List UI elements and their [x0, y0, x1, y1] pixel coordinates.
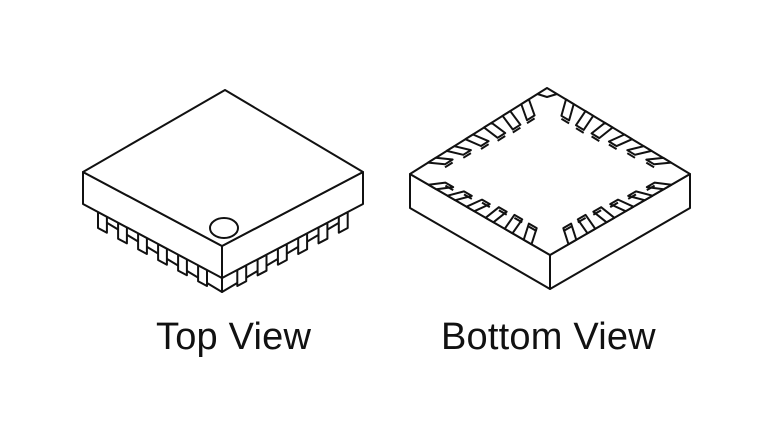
pad-edge-front-right-3: [592, 209, 602, 216]
pin1-marker-dot: [209, 217, 239, 239]
pad-edge-back-right-6: [560, 117, 570, 125]
pad-back-right-5: [575, 110, 595, 131]
pad-edge-front-left-3: [481, 201, 491, 208]
pad-edge-front-right-4: [609, 201, 619, 208]
pad-edge-back-right-3: [608, 143, 618, 150]
pad-edge-front-left-2: [463, 193, 473, 200]
pad-back-right-4: [590, 121, 614, 140]
pad-front-left-2: [446, 190, 473, 202]
pad-edge-back-right-4: [591, 135, 600, 142]
pad-back-right-1: [645, 156, 672, 166]
top-view-package: [82, 89, 364, 293]
pad-edge-front-left-6: [528, 225, 538, 232]
bottom-view-package: [409, 87, 691, 290]
pin1-notch: [537, 93, 558, 98]
pad-back-left-2: [501, 110, 522, 131]
pad-back-left-5: [445, 145, 472, 156]
pad-back-left-6: [427, 156, 454, 166]
body-bottom-face: [409, 87, 691, 256]
pad-edge-back-left-6: [444, 161, 454, 169]
pad-edge-back-right-5: [575, 127, 585, 134]
pad-edge-back-right-2: [626, 152, 636, 159]
pad-back-right-3: [607, 133, 634, 148]
pad-back-right-6: [560, 98, 575, 122]
pad-edge-front-right-1: [562, 225, 572, 232]
bottom-view-label: Bottom View: [441, 316, 656, 358]
pad-back-left-3: [483, 121, 507, 139]
pad-back-left-1: [520, 98, 536, 122]
pad-edge-back-left-5: [462, 152, 472, 159]
pad-back-right-2: [626, 145, 653, 156]
pad-front-right-4: [609, 198, 635, 213]
pad-front-right-5: [627, 190, 654, 202]
pad-edge-back-left-4: [480, 143, 490, 150]
pad-edge-front-left-1: [444, 184, 454, 191]
top-view-label: Top View: [156, 316, 312, 358]
pad-edge-back-right-1: [645, 161, 655, 169]
pad-edge-front-left-4: [498, 209, 508, 216]
pad-edge-front-right-2: [577, 217, 587, 224]
pad-edge-back-left-3: [497, 135, 506, 142]
body-top-face: [82, 89, 364, 247]
pad-edge-back-left-2: [512, 126, 521, 134]
pad-edge-front-right-6: [646, 184, 656, 191]
pad-edge-front-left-5: [513, 217, 523, 224]
pad-edge-front-right-5: [627, 193, 637, 200]
pad-front-left-3: [465, 198, 491, 213]
pad-edge-back-left-1: [526, 117, 536, 125]
pad-back-left-4: [464, 133, 490, 147]
